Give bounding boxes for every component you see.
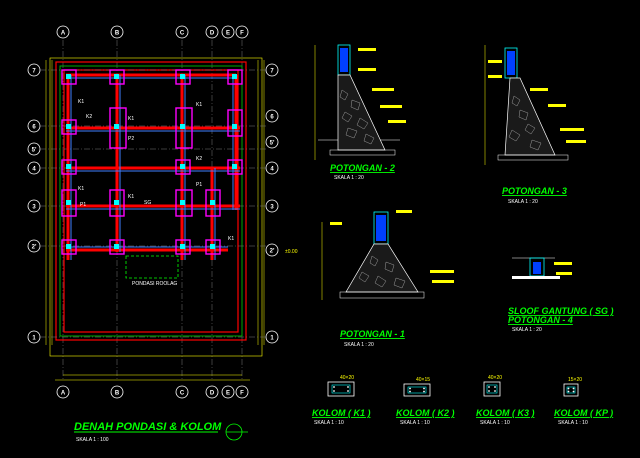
column-cores (66, 74, 237, 249)
label-sg-a: SG (144, 200, 151, 206)
kolom-kp-title: KOLOM ( KP ) (554, 408, 613, 418)
label-k1-c: K1 (196, 102, 202, 108)
grid-label-7-right: 7 (270, 69, 274, 75)
grid-label-e-top: E (226, 31, 230, 37)
label-k1-b: K1 (128, 116, 134, 122)
rebar-lines (66, 75, 240, 260)
kolom-k2-title: KOLOM ( K2 ) (396, 408, 455, 418)
kolom-details: 40×20 KOLOM ( K1 ) SKALA 1 : 10 40×15 KO… (312, 375, 613, 426)
grid-label-3-right: 3 (270, 205, 274, 211)
potongan-1-title: POTONGAN - 1 (340, 329, 405, 339)
plan-title: DENAH PONDASI & KOLOM (74, 421, 222, 433)
grid-label-5-left: 5' (32, 148, 37, 154)
grid-bubbles-bottom: A B C D E F (55, 374, 250, 399)
potongan-1-foundation (345, 243, 419, 293)
grid-bubbles-right: 7 6 5' 4 3 2' 1 ±0.00 (257, 60, 298, 345)
kolom-k3-dim: 40×20 (488, 375, 502, 381)
grid-label-a-bottom: A (61, 391, 66, 397)
grid-label-7-left: 7 (32, 69, 36, 75)
potongan-2-scale: SKALA 1 : 20 (334, 175, 364, 181)
potongan-2-foundation (337, 74, 386, 151)
grid-label-6-left: 6 (32, 125, 36, 131)
grid-label-3-left: 3 (32, 205, 36, 211)
grid-label-e-bottom: E (226, 391, 230, 397)
label-k1-e: K1 (128, 194, 134, 200)
potongan-2-title: POTONGAN - 2 (330, 163, 395, 173)
grid-label-2-left: 2' (32, 245, 37, 251)
label-p2-a: P2 (128, 136, 134, 142)
plan-scale: SKALA 1 : 100 (76, 437, 109, 443)
potongan-4-scale: SKALA 1 : 20 (512, 327, 542, 333)
kolom-k1-dim: 40×20 (340, 375, 354, 381)
label-k1-d: K1 (78, 186, 84, 192)
grid-label-b-top: B (115, 31, 120, 37)
label-k2-a: K2 (86, 114, 92, 120)
grid-bubble-d-top (205, 25, 219, 39)
pondasi-roolag-label: PONDASI ROOLAG (132, 281, 177, 287)
grid-label-c-top: C (180, 31, 185, 37)
potongan-3-scale: SKALA 1 : 20 (508, 199, 538, 205)
grid-bubble-a-top (56, 25, 70, 39)
grid-label-2-right: 2' (270, 249, 275, 255)
kolom-kp-detail: 15×20 KOLOM ( KP ) SKALA 1 : 10 (554, 377, 613, 426)
grid-label-d-bottom: D (210, 391, 215, 397)
grid-label-c-bottom: C (180, 391, 185, 397)
section-potongan-1: POTONGAN - 1 SKALA 1 : 20 (321, 210, 454, 348)
grid-bubble-e-top (221, 25, 235, 39)
grid-label-4-right: 4 (270, 167, 274, 173)
kolom-kp-scale: SKALA 1 : 10 (558, 420, 588, 426)
section-potongan-2: POTONGAN - 2 SKALA 1 : 20 (314, 44, 406, 181)
potongan-3-title: POTONGAN - 3 (502, 186, 567, 196)
grid-label-5-right: 5' (270, 141, 275, 147)
potongan-4-title-line2: POTONGAN - 4 (508, 315, 573, 325)
foundation-outline-outer (55, 61, 247, 341)
grid-bubble-c-top (175, 25, 189, 39)
kolom-kp-dim: 15×20 (568, 377, 582, 383)
label-k1-a: K1 (78, 99, 84, 105)
level-label: ±0.00 (285, 249, 298, 255)
grid-bubble-b-top (110, 25, 124, 39)
grid-label-b-bottom: B (115, 391, 120, 397)
kolom-k1-detail: 40×20 KOLOM ( K1 ) SKALA 1 : 10 (312, 375, 371, 426)
grid-label-6-right: 6 (270, 115, 274, 121)
kolom-k2-dim: 40×15 (416, 377, 430, 383)
grid-label-a-top: A (61, 31, 66, 37)
section-potongan-4: SLOOF GANTUNG ( SG ) POTONGAN - 4 SKALA … (508, 257, 614, 333)
label-k2-b: K2 (196, 156, 202, 162)
kolom-k3-scale: SKALA 1 : 10 (480, 420, 510, 426)
grid-bubble-f-top (235, 25, 249, 39)
grid-label-d-top: D (210, 31, 215, 37)
grid-label-4-left: 4 (32, 167, 36, 173)
grid-label-f-bottom: F (240, 391, 244, 397)
grid-bubbles-left: 7 6 5' 4 3 2' 1 (27, 60, 53, 345)
potongan-4-title-line1: SLOOF GANTUNG ( SG ) (508, 306, 614, 316)
label-p1-b: P1 (196, 182, 202, 188)
pondasi-roolag-area (125, 255, 179, 279)
kolom-k1-scale: SKALA 1 : 10 (314, 420, 344, 426)
grid-label-1-left: 1 (32, 336, 36, 342)
kolom-k2-detail: 40×15 KOLOM ( K2 ) SKALA 1 : 10 (396, 377, 455, 426)
kolom-k3-detail: 40×20 KOLOM ( K3 ) SKALA 1 : 10 (476, 375, 535, 426)
column-labels: K1 K1 K1 K1 K1 K1 K2 K2 P1 P1 P2 SG (78, 99, 234, 242)
kolom-k2-scale: SKALA 1 : 10 (400, 420, 430, 426)
foundation-plan: A B C D F E A B C D E F (27, 25, 298, 443)
columns (61, 69, 243, 255)
potongan-1-scale: SKALA 1 : 20 (344, 342, 374, 348)
kolom-k1-title: KOLOM ( K1 ) (312, 408, 371, 418)
foundation-outline-inner (59, 65, 243, 337)
label-k1-f: K1 (228, 236, 234, 242)
grid-label-f-top: F (240, 31, 244, 37)
grid-label-1-right: 1 (270, 336, 274, 342)
kolom-k3-title: KOLOM ( K3 ) (476, 408, 535, 418)
dimension-frame (49, 57, 263, 357)
sloof-beams (66, 73, 240, 260)
section-potongan-3: POTONGAN - 3 SKALA 1 : 20 (484, 45, 586, 205)
label-p1-a: P1 (80, 202, 86, 208)
